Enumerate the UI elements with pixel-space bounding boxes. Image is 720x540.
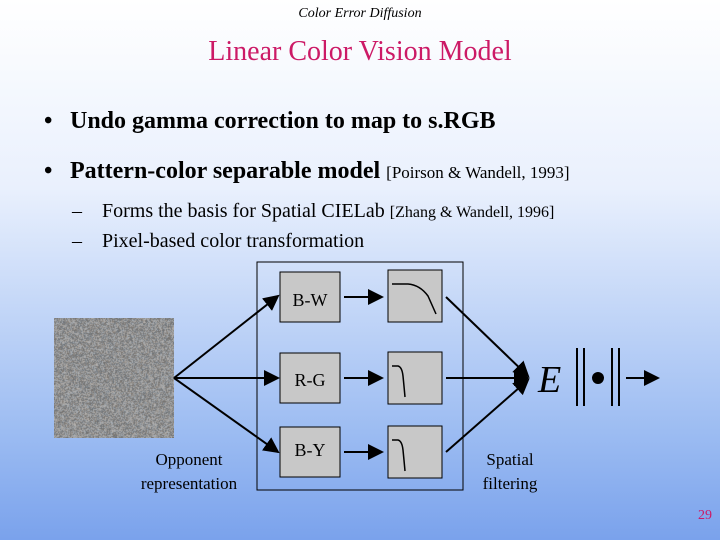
bullet-2-citation: [Poirson & Wandell, 1993] bbox=[386, 163, 570, 182]
channel-label-bw: B-W bbox=[293, 290, 328, 310]
opponent-label-line-2: representation bbox=[140, 474, 238, 493]
channel-box-bw bbox=[279, 271, 341, 323]
filter-box-bw bbox=[387, 269, 443, 323]
sub-bullet-1: –Forms the basis for Spatial CIELab [Zha… bbox=[72, 200, 554, 223]
noise-image bbox=[54, 318, 174, 438]
slide-header: Color Error Diffusion bbox=[298, 6, 422, 21]
page-number: 29 bbox=[698, 508, 712, 523]
norm-dot bbox=[592, 372, 604, 384]
bullet-dot: • bbox=[44, 108, 53, 134]
branch-line-bw bbox=[173, 294, 280, 379]
spatial-label-line-1: Spatial bbox=[486, 450, 534, 469]
filter-curve-bw bbox=[392, 283, 437, 315]
slide-title: Linear Color Vision Model bbox=[208, 36, 512, 67]
opponent-label-line-1: Opponent bbox=[155, 450, 223, 469]
sub-bullet-1-text: Forms the basis for Spatial CIELab bbox=[102, 200, 390, 222]
channel-label-by: B-Y bbox=[295, 440, 326, 460]
filter-curve-by bbox=[392, 439, 406, 472]
sub-bullet-dash: – bbox=[72, 230, 82, 252]
filter-box-by bbox=[387, 425, 443, 479]
sub-bullet-2: –Pixel-based color transformation bbox=[72, 230, 364, 253]
noise-canvas bbox=[54, 318, 174, 438]
opponent-label: Opponent representation bbox=[124, 448, 254, 496]
channel-box-rg bbox=[279, 352, 341, 404]
channel-label-rg: R-G bbox=[295, 370, 326, 390]
bullet-dot: • bbox=[44, 158, 53, 184]
filter-curve-rg bbox=[392, 365, 406, 398]
bullet-2-text: Pattern-color separable model bbox=[70, 158, 387, 184]
spatial-label-line-2: filtering bbox=[482, 474, 538, 493]
bullet-1-text: Undo gamma correction to map to s.RGB bbox=[70, 108, 496, 134]
bullet-2: • Pattern-color separable model [Poirson … bbox=[44, 158, 570, 185]
bullet-1: • Undo gamma correction to map to s.RGB bbox=[44, 108, 496, 135]
sub-bullet-1-citation: [Zhang & Wandell, 1996] bbox=[389, 204, 555, 221]
pipeline-frame bbox=[256, 261, 464, 491]
spatial-filtering-label: Spatial filtering bbox=[460, 448, 560, 496]
merge-line-bw bbox=[445, 296, 530, 378]
error-symbol: E bbox=[537, 359, 561, 401]
sub-bullet-dash: – bbox=[72, 200, 82, 222]
merge-line-by bbox=[445, 378, 530, 453]
sub-bullet-2-text: Pixel-based color transformation bbox=[102, 230, 365, 252]
branch-line-by bbox=[173, 377, 280, 454]
channel-box-by bbox=[279, 426, 341, 478]
filter-box-rg bbox=[387, 351, 443, 405]
